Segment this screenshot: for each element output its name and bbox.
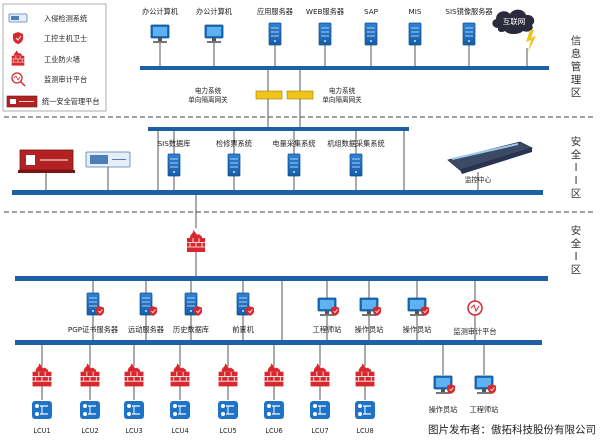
server-icon xyxy=(462,22,476,46)
info-node-label: SIS镜像服务器 xyxy=(445,7,492,16)
monitor-center-label: 监控中心 xyxy=(465,175,492,184)
server-icon xyxy=(318,22,332,46)
management-platform-device xyxy=(18,149,75,173)
internet-label: 互联网 xyxy=(503,17,526,26)
lcu-label: LCU6 xyxy=(265,427,282,435)
server-icon xyxy=(408,22,422,46)
zone-label-info: 信息管理区 xyxy=(571,35,582,99)
info-node-label: WEB服务器 xyxy=(306,7,344,16)
firewall-icon xyxy=(218,362,238,387)
zone2-server-label: 电量采集系统 xyxy=(272,139,315,148)
server-icon xyxy=(167,153,181,177)
lcu-label: LCU8 xyxy=(356,427,373,435)
bottom-station-label: 操作员站 xyxy=(429,405,458,414)
gateway-label-1: 电力系统 xyxy=(195,86,222,95)
firewall-icon xyxy=(32,362,52,387)
zone1-station-label: 操作员站 xyxy=(355,325,384,334)
gateway-device-2 xyxy=(286,90,314,100)
legend-box: 入侵检测系统 工控主机卫士 工业防火墙 监测审计平台 统一安全管理平台 xyxy=(2,3,107,112)
server-icon xyxy=(227,153,241,177)
zone-i xyxy=(15,276,548,345)
info-node-label: 应用服务器 xyxy=(257,7,293,16)
audit-platform-label: 监测审计平台 xyxy=(453,327,496,336)
zone-i-ii-firewall xyxy=(186,195,206,276)
gateway-device-1 xyxy=(255,90,283,100)
svg-text:单向隔离网关: 单向隔离网关 xyxy=(188,95,228,104)
server-icon xyxy=(287,153,301,177)
internet-cloud-icon xyxy=(492,9,536,52)
info-node-label: SAP xyxy=(364,7,379,16)
info-node-label: 办公计算机 xyxy=(196,7,233,16)
legend-label-mgmt: 统一安全管理平台 xyxy=(42,97,100,106)
firewall-icon xyxy=(310,362,330,387)
lcu-controller-icon xyxy=(263,400,285,420)
zone1-server-label: 前置机 xyxy=(232,325,254,334)
zone-ii-main-bus xyxy=(12,190,543,195)
lcu-controller-icon xyxy=(123,400,145,420)
zone1-server-label: 历史数据库 xyxy=(173,325,209,334)
management-platform-icon xyxy=(6,95,38,108)
lcu-label: LCU5 xyxy=(219,427,236,435)
zone-ii: 监控中心 xyxy=(12,127,543,195)
server-icon xyxy=(349,153,363,177)
server-icon xyxy=(364,22,378,46)
lcu-label: LCU4 xyxy=(171,427,188,435)
lcu-controller-icon xyxy=(79,400,101,420)
gateway-label-2: 电力系统 xyxy=(329,86,356,95)
zone1-server-label: PGP证书服务器 xyxy=(68,325,118,334)
firewall-icon xyxy=(186,229,206,253)
server-icon xyxy=(268,22,282,46)
pc-icon xyxy=(150,24,170,44)
firewall-icon xyxy=(355,362,375,387)
lcu-controller-icon xyxy=(31,400,53,420)
watermark-text: 图片发布者：傲拓科技股份有限公司 xyxy=(428,423,596,436)
info-bus xyxy=(140,66,549,70)
zone-ii-upper-bus xyxy=(148,127,409,131)
monitor-center-console xyxy=(447,141,534,174)
firewall-icon xyxy=(170,362,190,387)
zone2-server-label: 机组数据采集系统 xyxy=(327,139,385,148)
firewall-icon xyxy=(80,362,100,387)
gateways: 电力系统 单向隔离网关 电力系统 单向隔离网关 xyxy=(188,70,362,128)
lcu-controller-icon xyxy=(309,400,331,420)
legend-label-host-guard: 工控主机卫士 xyxy=(44,34,87,43)
info-node-label: MIS xyxy=(409,7,422,16)
lcu-label: LCU1 xyxy=(33,427,50,435)
firewall-icon xyxy=(124,362,144,387)
lcu-controller-icon xyxy=(217,400,239,420)
info-zone: 互联网 xyxy=(140,9,549,70)
zone1-server-label: 远动服务器 xyxy=(128,325,164,334)
legend-label-firewall: 工业防火墙 xyxy=(44,55,80,64)
legend-label-audit: 监测审计平台 xyxy=(44,75,87,84)
lcu-label: LCU3 xyxy=(125,427,142,435)
ids-device-icon xyxy=(8,13,28,23)
info-node-label: 办公计算机 xyxy=(142,7,179,16)
audit-icon xyxy=(467,300,483,316)
firewall-icon xyxy=(264,362,284,387)
legend-label-ids: 入侵检测系统 xyxy=(44,14,87,23)
pc-icon xyxy=(204,24,224,44)
lcu-label: LCU2 xyxy=(81,427,98,435)
zone-i-lower-bus xyxy=(15,340,542,345)
lcu-controller-icon xyxy=(354,400,376,420)
zone-i-upper-bus xyxy=(15,276,548,281)
lcu-controller-icon xyxy=(169,400,191,420)
zone1-station-label: 操作员站 xyxy=(403,325,432,334)
audit-icon xyxy=(11,72,26,87)
zone2-server-label: SIS数据库 xyxy=(158,139,191,148)
zone2-server-label: 检修票系统 xyxy=(216,139,252,148)
zone1-station-label: 工程师站 xyxy=(313,325,342,334)
bottom-station-label: 工程师站 xyxy=(470,405,499,414)
svg-text:信息管理区: 信息管理区 xyxy=(571,35,582,99)
lcu-label: LCU7 xyxy=(311,427,328,435)
svg-text:单向隔离网关: 单向隔离网关 xyxy=(322,95,362,104)
ids-device xyxy=(85,151,131,168)
